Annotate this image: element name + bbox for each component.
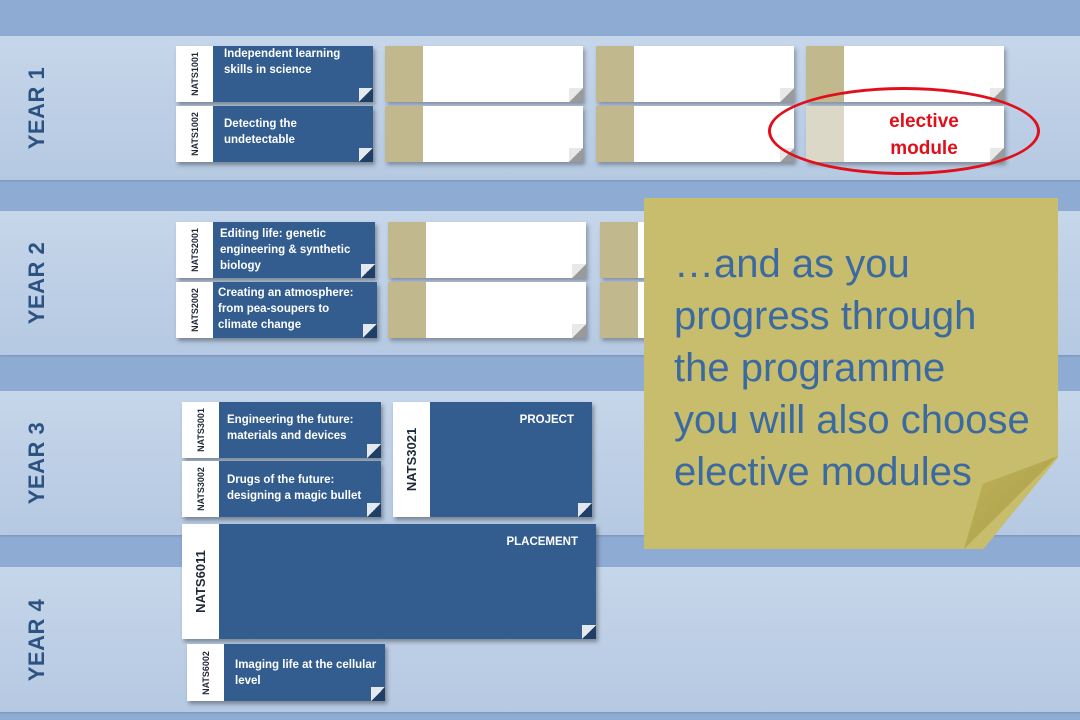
empty-module-slot	[388, 282, 586, 338]
module-title: Creating an atmosphere: from pea-soupers…	[213, 282, 377, 338]
empty-module-slot	[385, 46, 583, 102]
empty-module-slot	[596, 46, 794, 102]
page-curl	[582, 625, 596, 639]
page-curl	[578, 503, 592, 517]
year-1-label: YEAR 1	[24, 66, 50, 150]
year-4-label: YEAR 4	[24, 598, 50, 681]
module-title: Drugs of the future: designing a magic b…	[219, 461, 381, 517]
module-code: NATS6011	[182, 524, 219, 639]
page-curl	[371, 687, 385, 701]
empty-module-slot	[596, 106, 794, 162]
empty-module-slot	[388, 222, 586, 278]
page-curl	[361, 264, 375, 278]
module-title: Editing life: genetic engineering & synt…	[213, 222, 375, 278]
page-curl	[359, 148, 373, 162]
page-curl	[367, 503, 381, 517]
page-curl	[367, 444, 381, 458]
module-title: Independent learning skills in science	[213, 46, 373, 102]
module-code: NATS1001	[176, 46, 213, 102]
module-title: Detecting the undetectable	[213, 106, 373, 162]
placement-label: PLACEMENT	[219, 524, 596, 639]
page-curl	[363, 324, 377, 338]
module-card-nats1002[interactable]: NATS1002 Detecting the undetectable	[176, 106, 373, 162]
year-3-label: YEAR 3	[24, 421, 50, 505]
module-code: NATS3001	[182, 402, 219, 458]
module-card-nats2002[interactable]: NATS2002 Creating an atmosphere: from pe…	[176, 282, 377, 338]
module-card-nats6011[interactable]: NATS6011 PLACEMENT	[182, 524, 596, 639]
module-card-nats6002[interactable]: NATS6002 Imaging life at the cellular le…	[187, 644, 385, 701]
module-card-nats3021[interactable]: NATS3021 PROJECT	[393, 402, 592, 517]
module-code: NATS3021	[393, 402, 430, 517]
module-code: NATS2001	[176, 222, 213, 278]
page-curl	[359, 88, 373, 102]
sticky-note-text: …and as you progress through the program…	[674, 242, 1030, 494]
empty-module-slot	[385, 106, 583, 162]
module-card-nats3002[interactable]: NATS3002 Drugs of the future: designing …	[182, 461, 381, 517]
module-title: Imaging life at the cellular level	[224, 644, 385, 701]
elective-highlight-ellipse	[768, 87, 1040, 175]
module-card-nats3001[interactable]: NATS3001 Engineering the future: materia…	[182, 402, 381, 458]
module-code: NATS1002	[176, 106, 213, 162]
module-code: NATS3002	[182, 461, 219, 517]
module-code: NATS2002	[176, 282, 213, 338]
module-code: NATS6002	[187, 644, 224, 701]
project-label: PROJECT	[430, 402, 592, 517]
module-card-nats2001[interactable]: NATS2001 Editing life: genetic engineeri…	[176, 222, 375, 278]
module-title: Engineering the future: materials and de…	[219, 402, 381, 458]
year-2-label: YEAR 2	[24, 241, 50, 325]
module-card-nats1001[interactable]: NATS1001 Independent learning skills in …	[176, 46, 373, 102]
